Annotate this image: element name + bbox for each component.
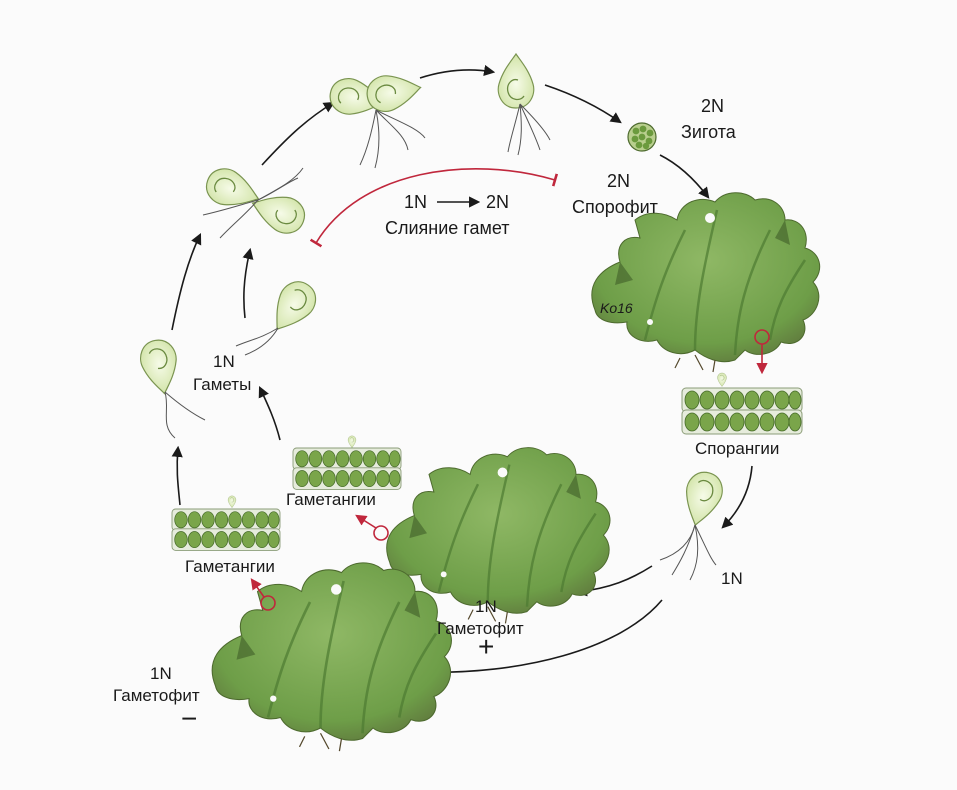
- arrow-top-left: [261, 101, 335, 166]
- sporophyte-thallus: [590, 191, 821, 374]
- gametophyte-minus-label: Гаметофит: [113, 686, 200, 705]
- fusion-label: Слияние гамет: [385, 218, 510, 238]
- arrow-red-gametangia-plus: [355, 514, 377, 529]
- arrow-to-zygote: [544, 84, 622, 124]
- fused-cell: [497, 53, 551, 156]
- zygote-ploidy: 2N: [701, 96, 724, 116]
- fusion-arc: [309, 167, 559, 248]
- plus-sign: +: [478, 631, 494, 662]
- fusion-to: 2N: [486, 192, 509, 212]
- gametangia-plus-cells: [292, 447, 402, 490]
- arrow-to-gametophyte-minus: [417, 599, 663, 678]
- sporangia-zooid-small: [717, 372, 727, 387]
- cycle-arrows: [171, 64, 753, 678]
- arrow-gametangia-minus-up: [171, 445, 183, 506]
- sporangia-label: Спорангии: [695, 439, 779, 458]
- sporophyte-label: Спорофит: [572, 197, 658, 217]
- gametangia-plus-label: Гаметангии: [286, 490, 376, 509]
- gametangia-minus-zooid: [227, 495, 237, 508]
- arrow-to-sporophyte: [659, 154, 710, 199]
- gamete-left-flagella: [164, 391, 206, 439]
- fusing-gametes-1: [200, 163, 311, 239]
- gametangium-minus-marker: [260, 595, 276, 611]
- arrow-left-up-1: [171, 232, 202, 331]
- sporophyte-ploidy: 2N: [607, 171, 630, 191]
- arrow-gametangia-plus-up: [258, 385, 281, 441]
- spores-ploidy: 1N: [721, 569, 743, 588]
- arrow-left-up-2: [242, 247, 254, 319]
- arrow-from-sporangia: [721, 465, 753, 529]
- gamete-left: [137, 336, 183, 398]
- gametophyte-plus-label: Гаметофит: [437, 619, 524, 638]
- zoospore-cell: [677, 467, 728, 531]
- gametangia-minus-label: Гаметангии: [185, 557, 275, 576]
- gametes-label: Гаметы: [193, 375, 251, 394]
- zygote-label: Зигота: [681, 122, 737, 142]
- zygote-cell: [627, 122, 657, 152]
- zoospore-flagella: [659, 524, 717, 581]
- fusion-from: 1N: [404, 192, 427, 212]
- gametophyte-plus-ploidy: 1N: [475, 597, 497, 616]
- gametophyte-minus-thallus: [210, 561, 453, 753]
- sporangia-cells: [681, 387, 803, 435]
- gamete-right: [261, 274, 324, 341]
- minus-sign: −: [181, 703, 197, 734]
- gamete-right-flagella: [235, 327, 279, 356]
- gametangia-minus-cells: [171, 508, 281, 551]
- arrow-top: [419, 64, 496, 79]
- signature: Ko16: [600, 300, 633, 316]
- gametes-ploidy: 1N: [213, 352, 235, 371]
- gametangium-plus-marker: [373, 525, 389, 541]
- gametangia-plus-zooid: [347, 435, 357, 448]
- fusing-gametes-2: [326, 69, 426, 169]
- gametophyte-minus-ploidy: 1N: [150, 664, 172, 683]
- arrow-red-gametangia-minus: [250, 578, 265, 598]
